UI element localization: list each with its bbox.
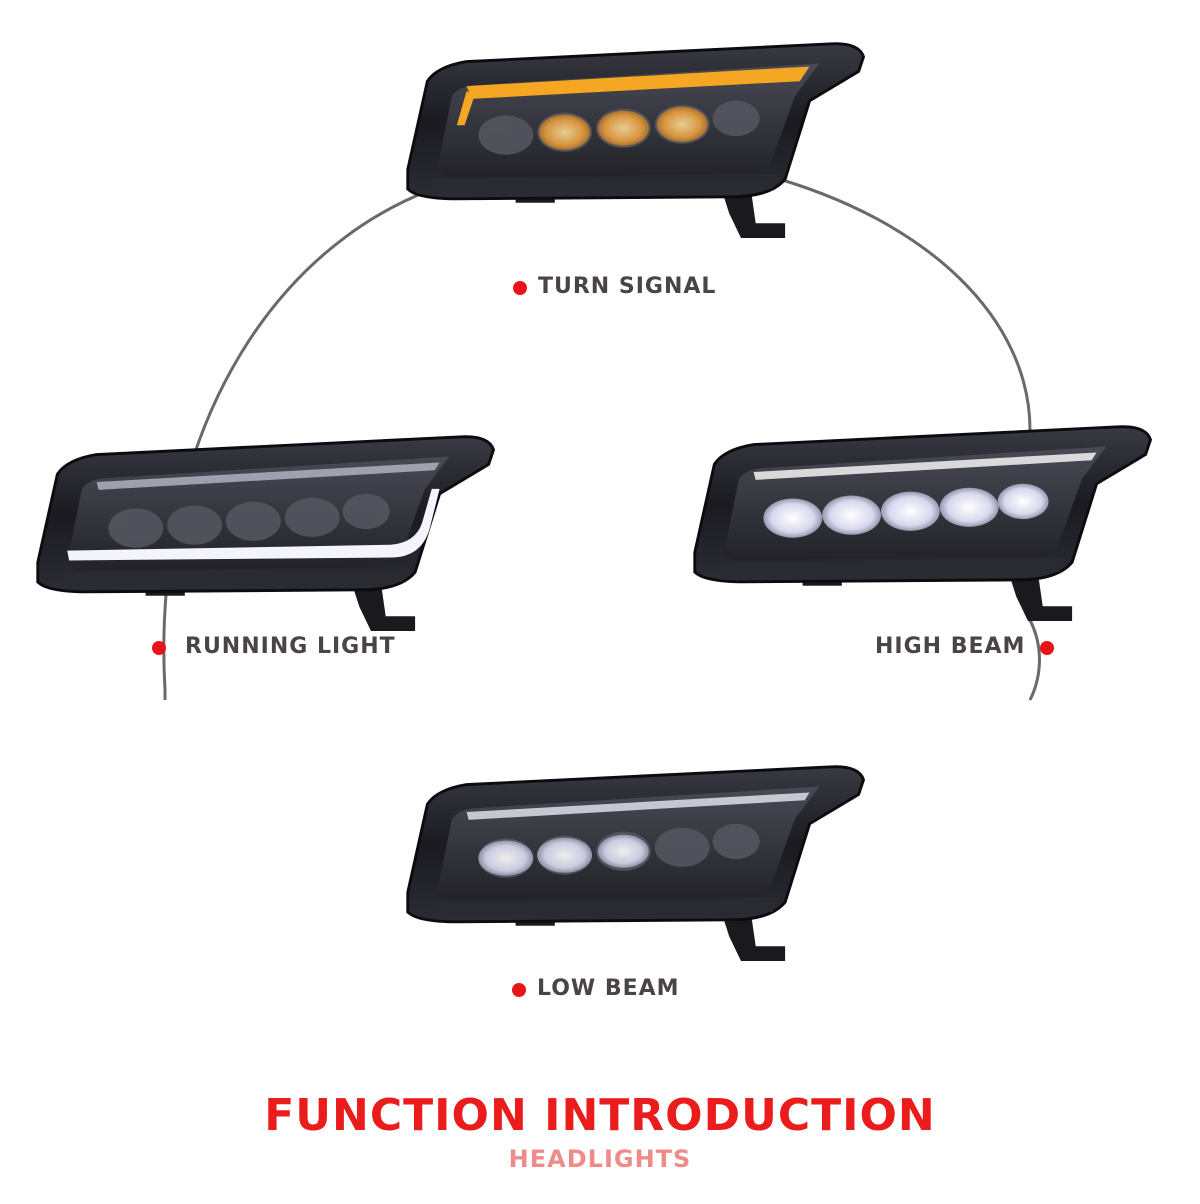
running-light-label: RUNNING LIGHT [185,634,396,659]
turn-signal-label: TURN SIGNAL [538,274,717,299]
page-title: FUNCTION INTRODUCTION [264,1090,936,1141]
high-beam-dot [1040,641,1054,655]
page-subtitle: HEADLIGHTS [508,1145,692,1173]
headlight-low-beam [406,765,865,963]
headlight-running-light [36,435,495,633]
headlight-high-beam [693,425,1152,623]
turn-signal-dot [513,281,527,295]
connecting-arc [162,173,481,700]
low-beam-dot [512,983,526,997]
low-beam-label: LOW BEAM [537,976,680,1001]
running-light-dot [152,641,166,655]
high-beam-label: HIGH BEAM [875,634,1026,659]
headlight-turn-signal [406,42,865,240]
